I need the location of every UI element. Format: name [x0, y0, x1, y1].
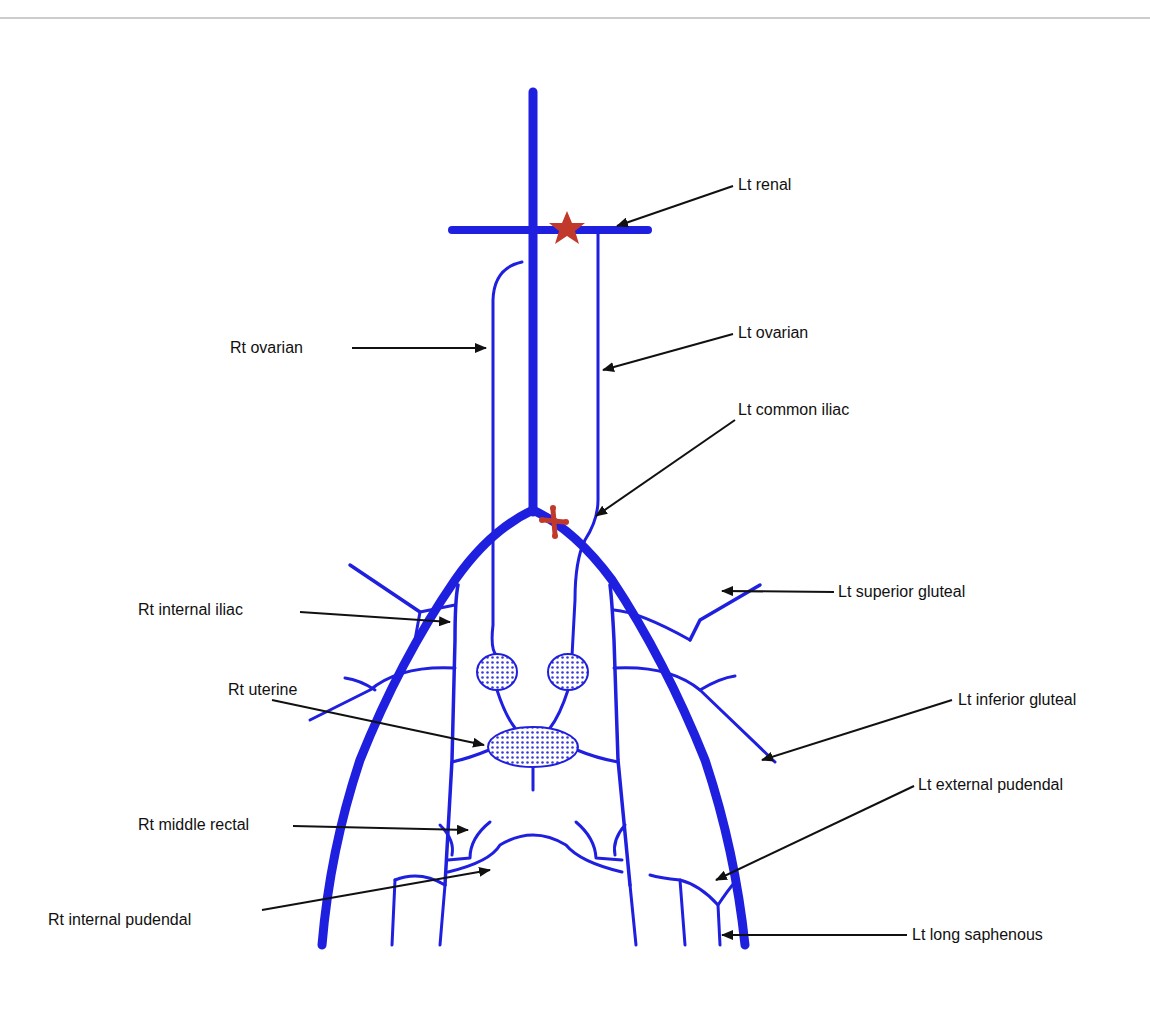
top-rule: [0, 17, 1150, 19]
vein-label: Lt renal: [738, 175, 791, 195]
cross-dots: [539, 505, 569, 539]
vein-label: Lt ovarian: [738, 323, 808, 343]
leader-arrows: [262, 186, 952, 935]
vein-label: Lt common iliac: [738, 400, 849, 420]
vein-label: Rt ovarian: [230, 338, 303, 358]
vein-label: Lt superior gluteal: [838, 582, 965, 602]
star-mark: [549, 211, 585, 244]
ovary: [548, 654, 588, 690]
vein-label: Rt uterine: [228, 680, 297, 700]
vein-label: Lt inferior gluteal: [958, 690, 1076, 710]
vein-label: Rt middle rectal: [138, 815, 249, 835]
uterus: [488, 727, 578, 767]
vein-label: Lt external pudendal: [918, 775, 1063, 795]
cross-mark: [544, 510, 564, 534]
veins: [310, 92, 775, 945]
vein-label: Lt long saphenous: [912, 925, 1043, 945]
ovary: [477, 654, 517, 690]
vein-label: Rt internal iliac: [138, 600, 243, 620]
vein-label: Rt internal pudendal: [48, 910, 191, 930]
